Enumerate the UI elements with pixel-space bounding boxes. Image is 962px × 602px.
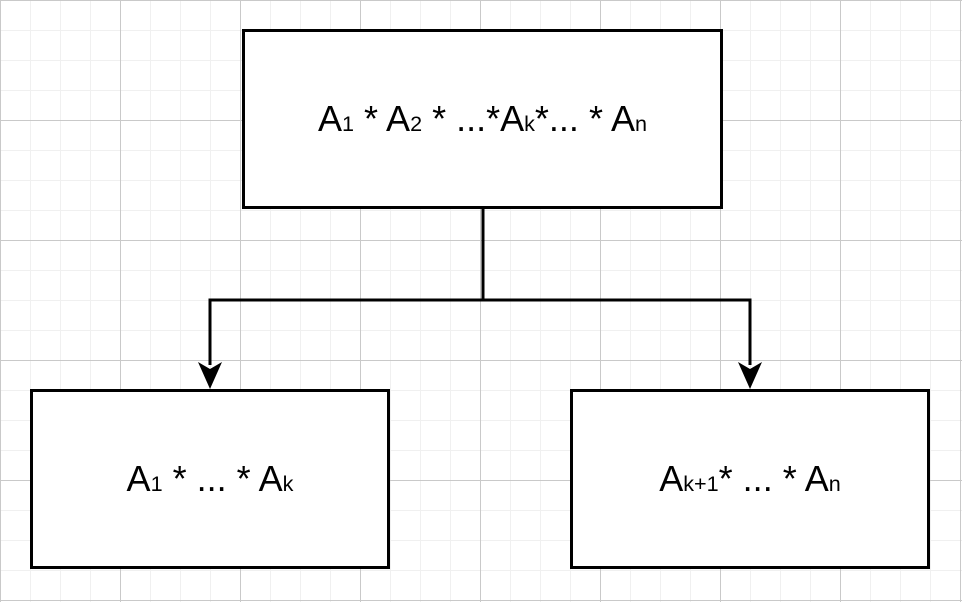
arrowhead-down-icon <box>738 362 762 389</box>
node-product-left-half-label: A1 * ... * Ak <box>126 458 294 500</box>
edge-product-to-right[interactable] <box>481 209 762 389</box>
node-product-left-half[interactable]: A1 * ... * Ak <box>30 389 390 569</box>
arrowhead-down-icon <box>198 362 222 389</box>
node-product-full-label: A1 * A2 * ...*Ak*... * An <box>317 98 647 140</box>
node-product-right-half-label: Ak+1* ... * An <box>659 458 841 500</box>
node-product-full[interactable]: A1 * A2 * ...*Ak*... * An <box>242 29 723 209</box>
node-product-right-half[interactable]: Ak+1* ... * An <box>570 389 930 569</box>
edge-product-to-left[interactable] <box>198 209 485 389</box>
edge-product-to-right-line[interactable] <box>481 209 752 365</box>
edge-product-to-left-line[interactable] <box>208 209 485 365</box>
